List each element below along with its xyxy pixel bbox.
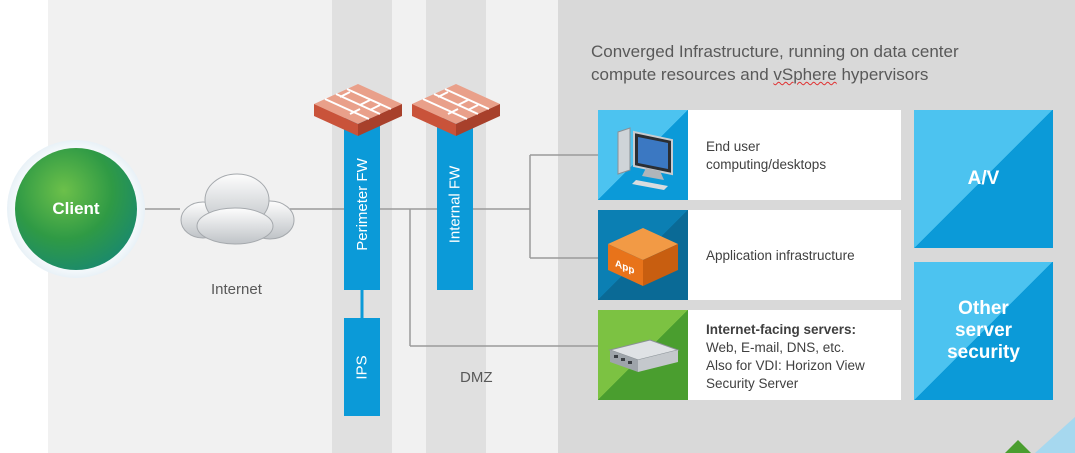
dmz-label: DMZ [460, 369, 493, 386]
card-3-line-2: Web, E-mail, DNS, etc. [706, 340, 845, 355]
title-line-2-part-3: hypervisors [836, 65, 929, 84]
firewall-icon [412, 84, 500, 136]
client-label: Client [52, 199, 100, 218]
card-3-line-4: Security Server [706, 376, 799, 391]
internet-label: Internet [211, 281, 262, 298]
title-vsphere-word: vSphere [773, 65, 837, 84]
title-line-1: Converged Infrastructure, running on dat… [591, 42, 959, 61]
internet-facing-servers-text: Internet-facing servers: Web, E-mail, DN… [706, 321, 865, 393]
client-node[interactable]: Client [15, 148, 137, 270]
end-user-computing-card[interactable]: End user computing/desktops [598, 110, 901, 200]
perimeter-firewall[interactable]: Perimeter FW [344, 118, 380, 290]
perimeter-fw-label: Perimeter FW [353, 157, 371, 251]
app-icon-tile: App [598, 210, 688, 300]
antivirus-tile[interactable]: A/V [914, 110, 1053, 248]
other-line-3: security [947, 342, 1020, 363]
internet-facing-servers-card[interactable]: Internet-facing servers: Web, E-mail, DN… [598, 310, 901, 400]
application-infrastructure-text: Application infrastructure [706, 248, 855, 263]
card-1-line-2: computing/desktops [706, 157, 827, 172]
end-user-computing-text: End user computing/desktops [706, 138, 826, 174]
desktop-icon-tile [598, 110, 688, 200]
card-3-heading: Internet-facing servers: [706, 322, 857, 337]
other-line-1: Other [958, 298, 1009, 319]
server-appliance-icon [608, 339, 680, 372]
cloud-icon [180, 173, 295, 245]
decorative-corner-shapes [1005, 417, 1075, 453]
app-box-icon [608, 228, 678, 286]
firewall-icon [314, 84, 402, 136]
title-line-2: compute resources and vSphere hypervisor… [591, 63, 1051, 86]
internal-firewall[interactable]: Internal FW [437, 118, 473, 290]
av-label: A/V [967, 168, 1000, 189]
ips-device[interactable]: IPS [344, 318, 380, 416]
server-icon-tile [598, 310, 688, 400]
other-server-security-tile[interactable]: Other server security [914, 262, 1053, 400]
desktop-computer-icon [617, 127, 673, 190]
card-1-line-1: End user [706, 139, 761, 154]
title-line-2-part-1: compute resources and [591, 65, 774, 84]
application-infrastructure-card[interactable]: App Application infrastructure [598, 210, 901, 300]
internal-fw-label: Internal FW [446, 165, 464, 243]
other-server-security-label: Other server security [947, 298, 1020, 364]
other-line-2: server [954, 320, 1013, 341]
ips-label: IPS [353, 354, 371, 380]
card-3-line-3: Also for VDI: Horizon View [706, 358, 865, 373]
diagram-title: Converged Infrastructure, running on dat… [591, 40, 1051, 86]
